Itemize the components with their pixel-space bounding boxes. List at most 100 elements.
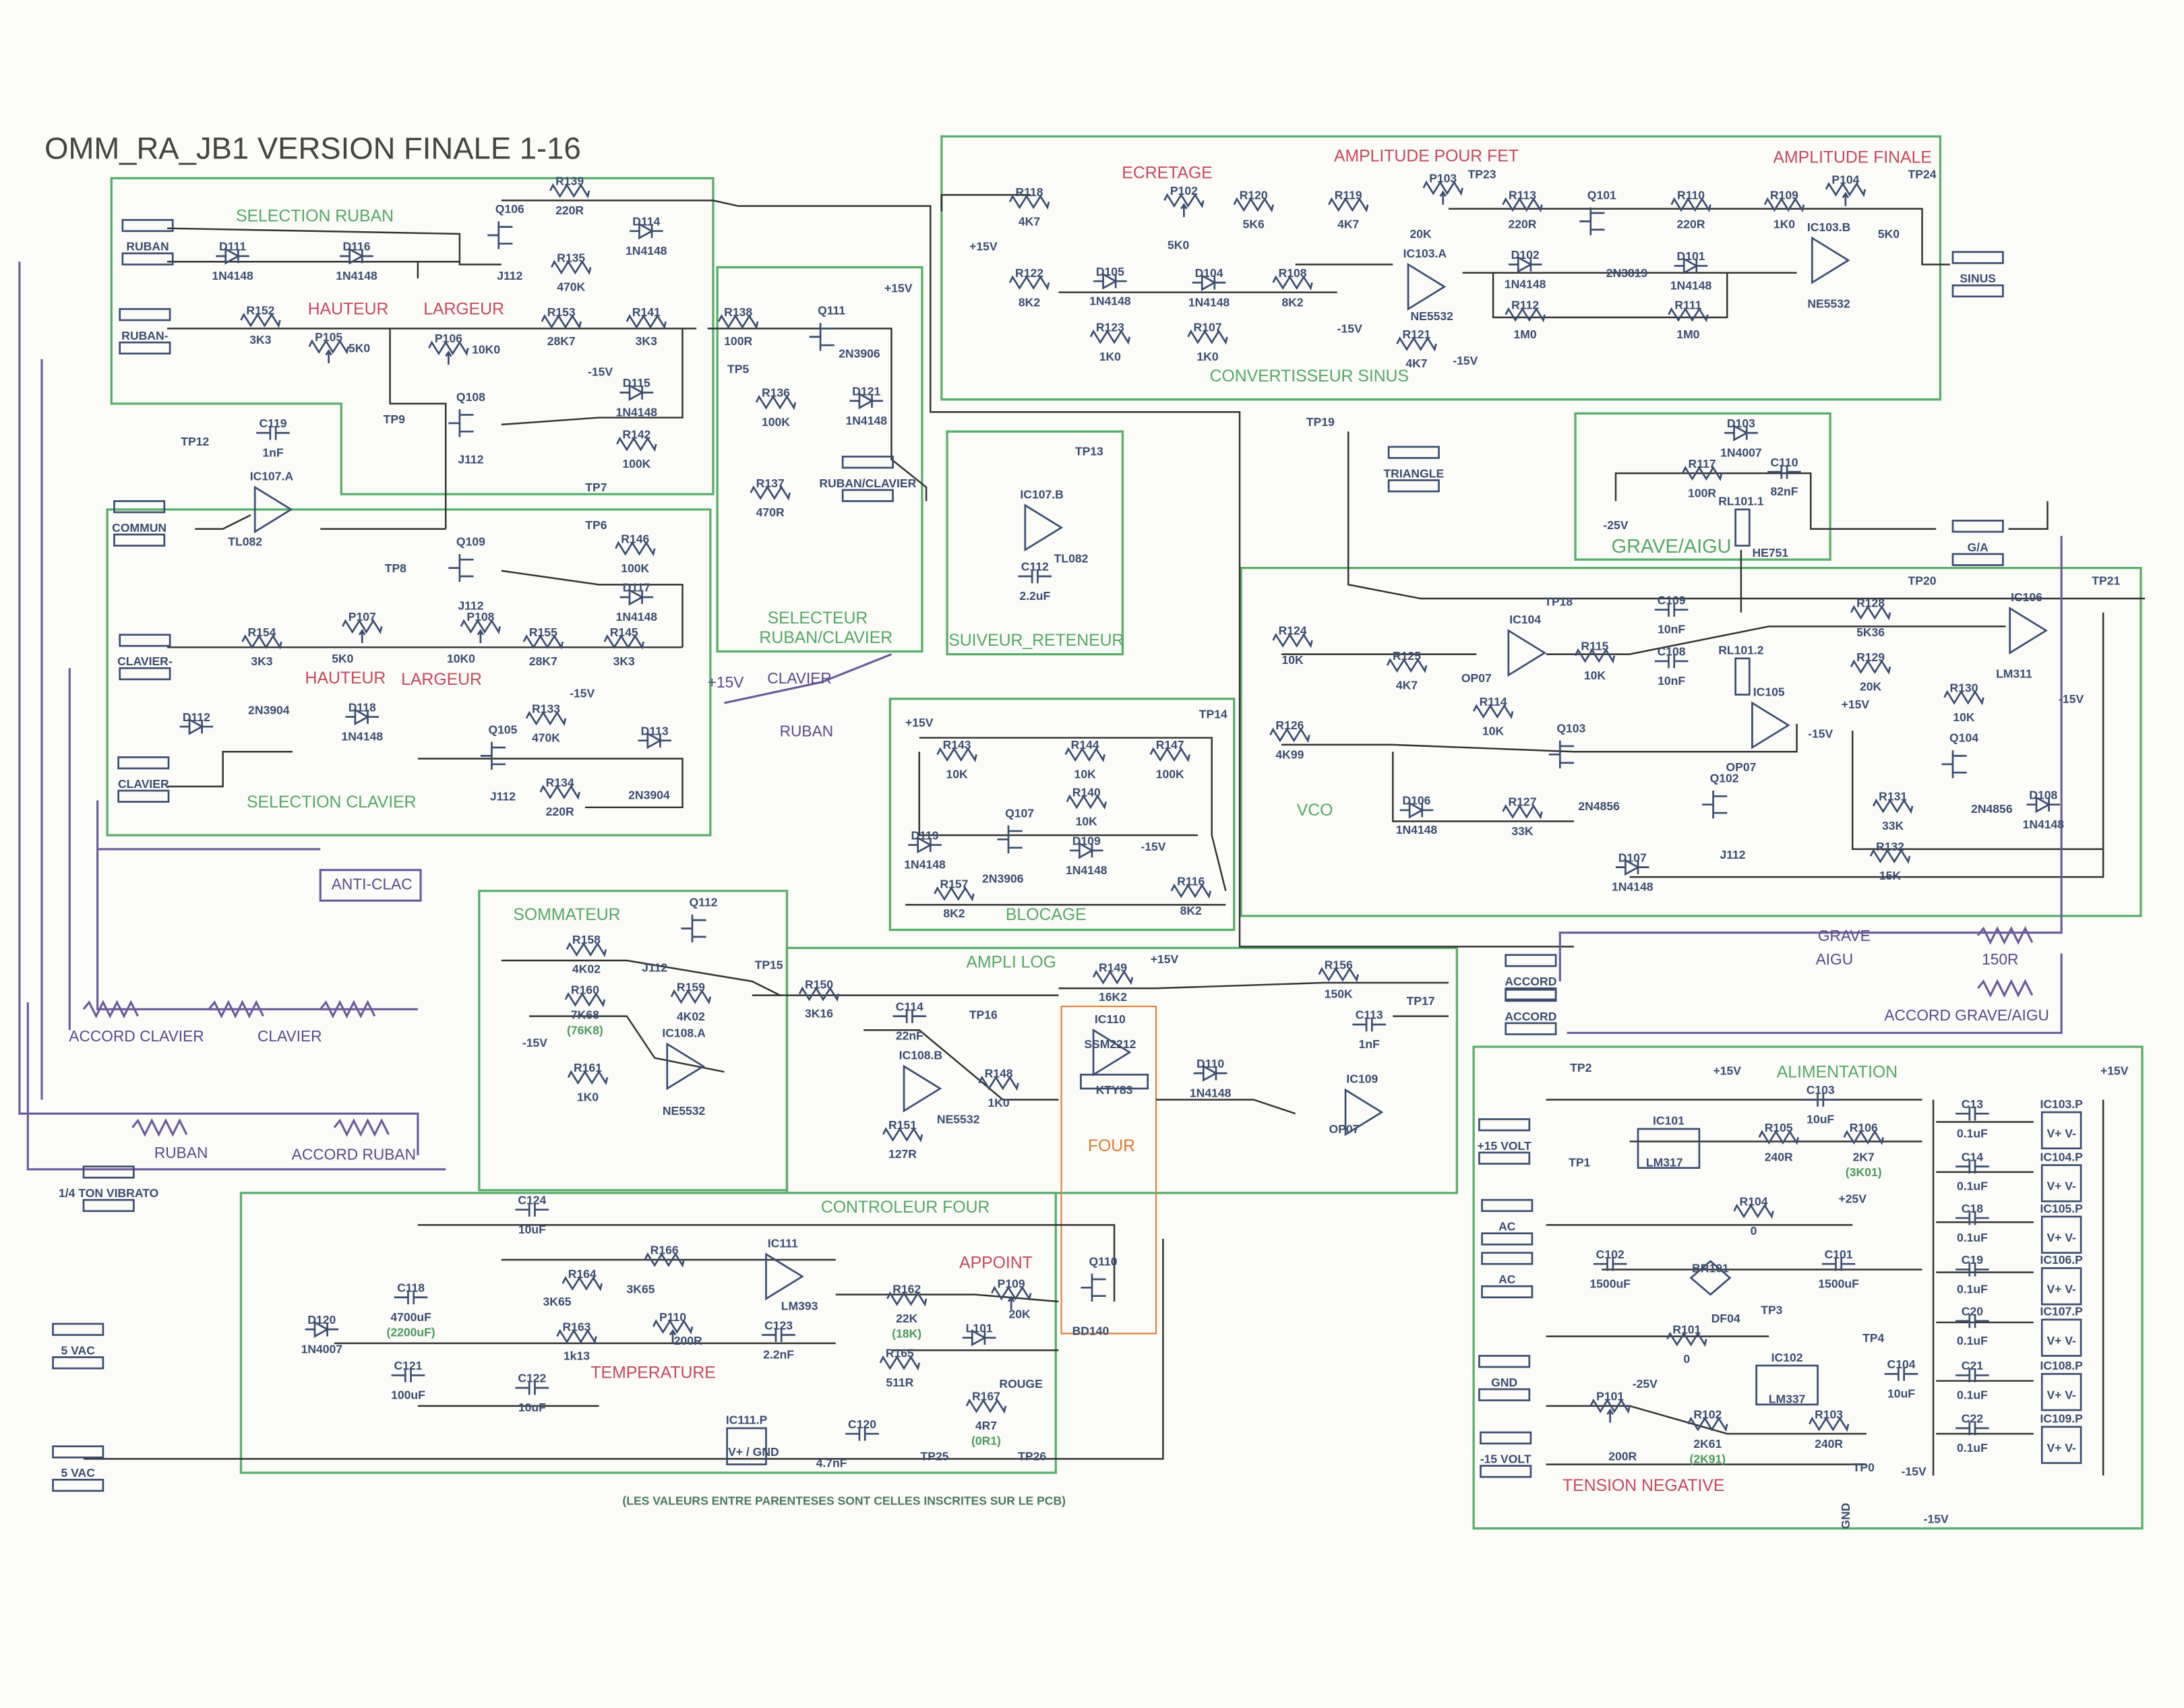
r161-value: 1K0 bbox=[577, 1091, 599, 1104]
r148-ref: R148 bbox=[985, 1066, 1013, 1080]
r159-ref: R159 bbox=[677, 980, 705, 994]
symbol-ic107-a bbox=[253, 485, 293, 534]
panel-potentiometer bbox=[1976, 926, 2034, 945]
wire bbox=[1156, 1099, 1296, 1115]
r117-ref: R117 bbox=[1689, 457, 1716, 470]
test-point-tp6: TP6 bbox=[585, 518, 607, 532]
p108-ref: P108 bbox=[466, 610, 494, 623]
c109-value: 10nF bbox=[1658, 623, 1685, 636]
r128-ref: R128 bbox=[1856, 596, 1885, 609]
r140-value: 10K bbox=[1076, 815, 1098, 828]
ic110-value: SSM2212 bbox=[1084, 1037, 1136, 1051]
symbol-c119 bbox=[256, 425, 290, 440]
connector-triangle bbox=[1387, 446, 1440, 493]
connector-label: RUBAN bbox=[126, 240, 169, 253]
ic103-p-value: V+ V- bbox=[2046, 1126, 2076, 1140]
wire bbox=[919, 737, 1227, 892]
connector-5-vac bbox=[52, 1445, 104, 1492]
r110-value: 220R bbox=[1677, 218, 1705, 231]
c120-ref: C120 bbox=[848, 1417, 876, 1431]
test-point-tp25: TP25 bbox=[921, 1449, 949, 1463]
wire bbox=[1546, 626, 2006, 655]
r112-ref: R112 bbox=[1511, 298, 1539, 311]
symbol-c123 bbox=[762, 1328, 795, 1342]
ampli-log-section-box bbox=[785, 946, 1459, 1194]
q112-ref: Q112 bbox=[690, 895, 718, 909]
r146-ref: R146 bbox=[621, 532, 649, 545]
d115-value: 1N4148 bbox=[616, 405, 658, 419]
symbol-r119 bbox=[1328, 197, 1369, 213]
symbol-r101 bbox=[1666, 1331, 1707, 1347]
symbol-r103 bbox=[1808, 1416, 1850, 1432]
test-point-tp15: TP15 bbox=[755, 958, 783, 971]
symbol-d104 bbox=[1192, 274, 1226, 291]
controleur-four-section-title: CONTROLEUR FOUR bbox=[821, 1198, 990, 1217]
r151-ref: R151 bbox=[888, 1118, 917, 1132]
connector-commun bbox=[113, 500, 166, 547]
symbol-r157 bbox=[934, 886, 975, 902]
r147-value: 100K bbox=[1156, 767, 1184, 781]
symbol-r122 bbox=[1008, 275, 1050, 291]
selection-clavier-section-box bbox=[106, 508, 712, 836]
symbol-d113 bbox=[638, 732, 671, 750]
wire bbox=[1058, 981, 1449, 989]
setting-label-hauteur: HAUTEUR bbox=[305, 669, 386, 688]
connector-label: AC bbox=[1498, 1220, 1516, 1233]
symbol-r112 bbox=[1505, 307, 1546, 323]
c113-ref: C113 bbox=[1356, 1008, 1383, 1022]
p106-value: 10K0 bbox=[472, 343, 500, 357]
supply-rail-minus15v: -15V bbox=[1808, 727, 1833, 741]
r145-value: 3K3 bbox=[613, 654, 635, 668]
supply-rail-minus25v: -25V bbox=[1633, 1377, 1658, 1391]
vco-section-title: VCO bbox=[1297, 801, 1333, 820]
symbol-q108 bbox=[448, 409, 474, 437]
ic104-p-ref: IC104.P bbox=[2040, 1150, 2083, 1163]
q107-value: 2N3906 bbox=[982, 872, 1024, 885]
r102-value: 2K61 bbox=[1693, 1437, 1722, 1451]
symbol-r148 bbox=[978, 1075, 1019, 1091]
symbol-r146 bbox=[615, 541, 656, 557]
connector-gnd bbox=[1478, 1355, 1531, 1401]
symbol-r106 bbox=[1843, 1130, 1884, 1145]
supply-rail-minus15v: -15V bbox=[1453, 354, 1478, 367]
r167-pcb-value: (0R1) bbox=[971, 1434, 1001, 1448]
ic108-b-ref: IC108.B bbox=[899, 1049, 942, 1062]
four-section-box bbox=[1060, 1006, 1157, 1335]
symbol-ic110 bbox=[1092, 1028, 1132, 1076]
ic101-value: LM317 bbox=[1646, 1156, 1683, 1169]
wire bbox=[1629, 723, 1798, 753]
symbol-c114 bbox=[892, 1009, 927, 1023]
ic107-a-value: TL082 bbox=[228, 535, 262, 549]
r158-ref: R158 bbox=[572, 933, 601, 946]
d111-value: 1N4148 bbox=[212, 269, 253, 282]
wire bbox=[2008, 501, 2049, 530]
setting-label-temperature: TEMPERATURE bbox=[590, 1364, 715, 1382]
c19-value: 0.1uF bbox=[1957, 1283, 1988, 1296]
panel-potentiometer bbox=[1976, 979, 2034, 998]
ic111-value: LM393 bbox=[781, 1299, 818, 1312]
r149-value: 16K2 bbox=[1099, 990, 1127, 1004]
r164-value: 3K65 bbox=[543, 1295, 572, 1308]
symbol-ic103-b bbox=[1811, 236, 1850, 284]
c102-value: 1500uF bbox=[1589, 1277, 1631, 1290]
r167-value: 4R7 bbox=[975, 1419, 997, 1432]
r139-ref: R139 bbox=[555, 175, 584, 188]
symbol-d103 bbox=[1724, 424, 1758, 441]
symbol-r152 bbox=[240, 312, 281, 328]
wire bbox=[1448, 208, 1950, 266]
br101-ref: BR101 bbox=[1692, 1262, 1729, 1275]
r147-ref: R147 bbox=[1156, 738, 1184, 752]
q110-value: BD140 bbox=[1072, 1324, 1110, 1338]
r138-ref: R138 bbox=[724, 305, 752, 319]
r120-ref: R120 bbox=[1240, 188, 1268, 202]
supply-rail-plus15v: +15V bbox=[1713, 1064, 1742, 1077]
r152-value: 3K3 bbox=[249, 333, 271, 346]
ic104-value: OP07 bbox=[1461, 671, 1492, 685]
r119-value: 4K7 bbox=[1337, 218, 1359, 231]
l101-value: ROUGE bbox=[999, 1377, 1043, 1391]
connector-ruban-clavier bbox=[841, 456, 894, 502]
p106-ref: P106 bbox=[435, 332, 462, 345]
panel-potentiometer bbox=[82, 1000, 139, 1019]
blocage-section-title: BLOCAGE bbox=[1006, 906, 1087, 924]
d102-value: 1N4148 bbox=[1505, 278, 1546, 291]
